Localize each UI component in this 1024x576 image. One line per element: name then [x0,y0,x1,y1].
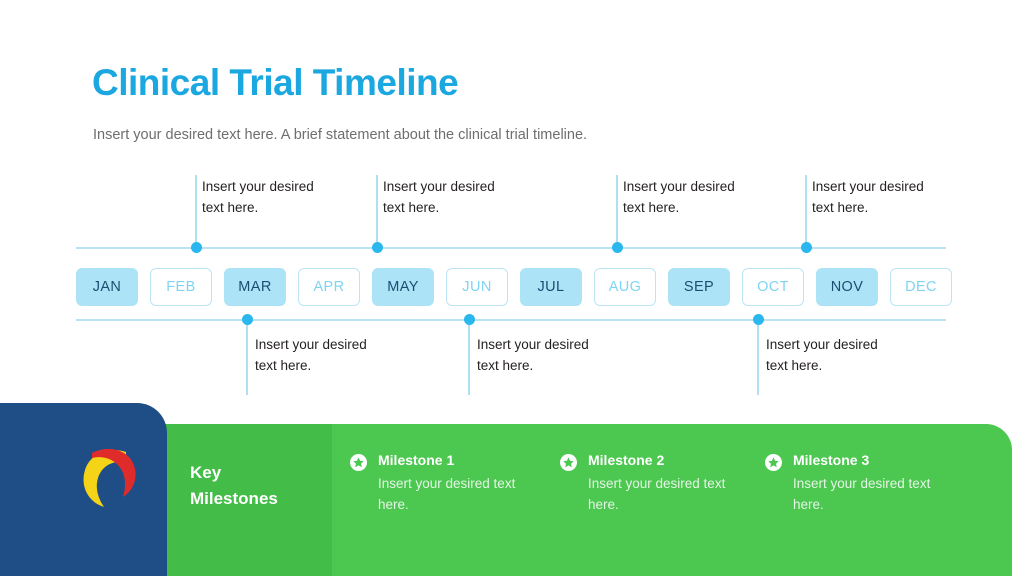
month-chip-aug[interactable]: AUG [594,268,656,306]
month-chip-jun[interactable]: JUN [446,268,508,306]
connector-stem-top-1 [195,175,197,248]
month-chip-dec[interactable]: DEC [890,268,952,306]
month-chip-may[interactable]: MAY [372,268,434,306]
timeline-axis-bottom [76,319,946,321]
timeline-note-bottom-3: Insert your desired text here. [766,337,878,373]
star-badge-icon [765,454,782,471]
month-chip-mar[interactable]: MAR [224,268,286,306]
milestone-title-1: Milestone 1 [378,452,455,468]
connector-stem-top-2 [376,175,378,248]
key-milestones-line-1: Key [190,463,222,482]
connector-stem-bottom-3 [757,320,759,395]
month-chip-sep[interactable]: SEP [668,268,730,306]
timeline-dot-top-1[interactable] [191,242,202,253]
key-milestones-line-2: Milestones [190,489,278,508]
company-logo [68,440,148,520]
star-badge-icon [560,454,577,471]
connector-stem-bottom-1 [246,320,248,395]
timeline-note-top-2: Insert your desired text here. [383,179,495,215]
timeline-note-top-3: Insert your desired text here. [623,179,735,215]
timeline-note-bottom-2: Insert your desired text here. [477,337,589,373]
timeline-dot-top-3[interactable] [612,242,623,253]
milestone-body-2: Insert your desired text here. [588,476,726,512]
timeline-note-top-1: Insert your desired text here. [202,179,314,215]
timeline-note-top-4: Insert your desired text here. [812,179,924,215]
timeline-dot-bottom-3[interactable] [753,314,764,325]
month-chip-row: JAN FEB MAR APR MAY JUN JUL AUG SEP OCT NOV DEC [76,268,952,306]
logo-panel [0,403,167,576]
connector-stem-top-3 [616,175,618,248]
connector-stem-top-4 [805,175,807,248]
star-badge-icon [350,454,367,471]
month-chip-oct[interactable]: OCT [742,268,804,306]
month-chip-apr[interactable]: APR [298,268,360,306]
page-title: Clinical Trial Timeline [92,62,459,103]
month-chip-jul[interactable]: JUL [520,268,582,306]
milestone-body-3: Insert your desired text here. [793,476,931,512]
month-chip-nov[interactable]: NOV [816,268,878,306]
timeline-note-bottom-1: Insert your desired text here. [255,337,367,373]
key-milestones-label: Key Milestones [190,460,278,512]
timeline-axis-top [76,247,946,249]
milestone-title-2: Milestone 2 [588,452,665,468]
milestone-body-1: Insert your desired text here. [378,476,516,512]
timeline-dot-top-4[interactable] [801,242,812,253]
timeline-dot-bottom-1[interactable] [242,314,253,325]
milestone-title-3: Milestone 3 [793,452,870,468]
connector-stem-bottom-2 [468,320,470,395]
page-subtitle: Insert your desired text here. A brief s… [93,127,588,143]
timeline-dot-top-2[interactable] [372,242,383,253]
month-chip-feb[interactable]: FEB [150,268,212,306]
timeline-dot-bottom-2[interactable] [464,314,475,325]
month-chip-jan[interactable]: JAN [76,268,138,306]
